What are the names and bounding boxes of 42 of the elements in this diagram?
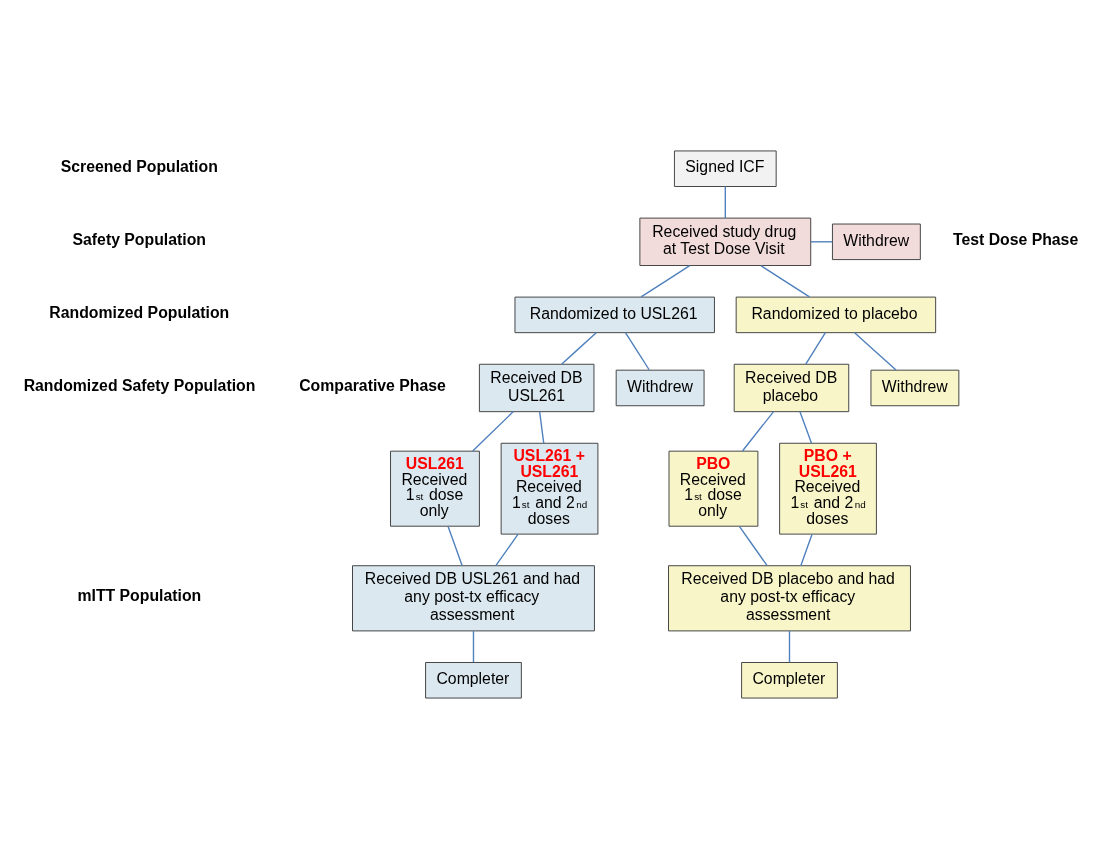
connector — [447, 525, 463, 566]
node-box: PBO + USL261 Received 1st and 2nd doses — [779, 442, 877, 535]
connector — [472, 629, 475, 663]
connector — [853, 331, 897, 371]
connector — [495, 533, 519, 566]
connector — [538, 410, 545, 444]
connector — [724, 185, 726, 219]
connector — [738, 525, 768, 566]
node-box: Received DB placebo — [733, 363, 850, 412]
label: Test Dose Phase — [952, 230, 1079, 248]
connector — [741, 410, 775, 452]
node-box: Received DB USL261 — [478, 363, 595, 412]
node-box: USL261 + USL261 Received 1st and 2nd doses — [500, 442, 599, 535]
node-box: Received DB USL261 and had any post-tx efficacy assessment — [352, 564, 595, 631]
connector — [800, 533, 813, 566]
label: Screened Population — [60, 156, 218, 174]
node-box: Randomized to placebo — [735, 296, 937, 333]
connector — [805, 331, 827, 365]
node-box: PBO Received 1st dose only — [668, 450, 759, 527]
node-box: USL261 Received 1st dose only — [390, 450, 480, 527]
connector — [810, 240, 834, 242]
connector — [561, 331, 597, 365]
label: Randomized Population — [49, 303, 230, 321]
label: Randomized Safety Population — [23, 376, 256, 394]
label: Comparative Phase — [299, 376, 446, 394]
connector — [760, 264, 811, 298]
node-box: Received study drug at Test Dose Visit — [639, 217, 812, 266]
node-box: Withdrew — [870, 369, 960, 406]
node-box: Withdrew — [831, 223, 921, 260]
label: mITT Population — [77, 586, 202, 604]
label: Safety Population — [72, 230, 206, 248]
connector — [624, 331, 650, 370]
connector — [799, 410, 813, 444]
node-box: Withdrew — [615, 369, 705, 406]
connector — [472, 410, 514, 452]
node-box: Completer — [741, 661, 838, 699]
node-box: Signed ICF — [673, 149, 777, 187]
node-box: Received DB placebo and had any post-tx efficacy assessment — [668, 564, 911, 631]
connector — [640, 264, 691, 298]
connector — [788, 629, 791, 663]
node-box: Randomized to USL261 — [514, 296, 715, 333]
node-box: Completer — [425, 661, 522, 699]
